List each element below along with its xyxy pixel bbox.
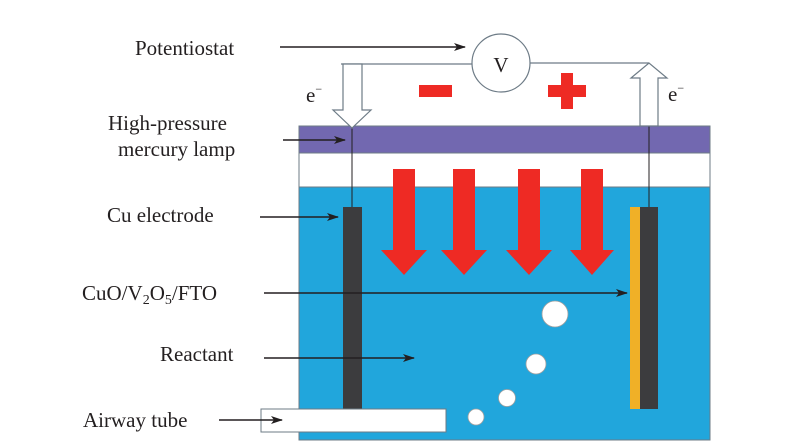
light-arrows (381, 169, 614, 275)
positive-sign (548, 73, 586, 109)
negative-sign (419, 85, 452, 97)
cu-electrode (343, 207, 362, 409)
gas-bubbles (467, 300, 569, 426)
airway-tube-label: Airway tube (83, 408, 187, 432)
bubble (467, 408, 485, 426)
light-arrow (441, 169, 487, 275)
electron-flow-up-arrow (629, 62, 669, 127)
voltmeter-label: V (493, 53, 508, 77)
potentiostat-label: Potentiostat (135, 36, 234, 60)
bubble (541, 300, 569, 328)
light-arrow (506, 169, 552, 275)
photoelectrode-label: CuO/V2O5/FTO (82, 281, 217, 308)
electron-label-right: e− (668, 81, 684, 106)
photoelectrode (640, 207, 658, 409)
airway-tube (260, 408, 447, 433)
fto-layer (630, 207, 640, 409)
bubble (498, 389, 516, 407)
electron-flow-down-arrow (331, 63, 373, 129)
mercury-lamp (298, 125, 711, 154)
cu-electrode-label: Cu electrode (107, 203, 214, 227)
light-arrow (570, 169, 614, 275)
electron-label-left: e− (306, 82, 322, 107)
lamp-label-line1: High-pressure (108, 111, 227, 135)
bubble (525, 353, 547, 375)
reactant-label: Reactant (160, 342, 234, 366)
lamp-label-line2: mercury lamp (118, 137, 235, 161)
light-arrow (381, 169, 427, 275)
